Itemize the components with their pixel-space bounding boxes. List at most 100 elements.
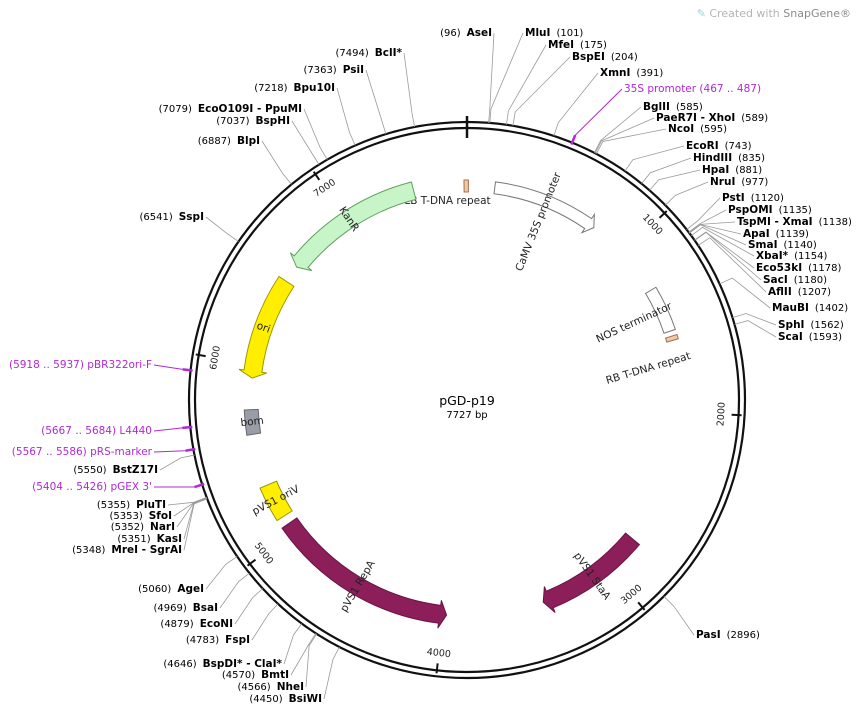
leader-line (219, 572, 250, 609)
feature-bom (243, 408, 262, 436)
site-name: PstI (722, 192, 745, 204)
site-position: (5351) (117, 534, 150, 545)
snapgene-credit: ✎ Created with SnapGene® (697, 7, 851, 20)
site-bstz17i: BstZ17I(5550) (73, 464, 158, 476)
site-position: (1180) (794, 275, 827, 286)
feature-pvs1-oriv (259, 480, 293, 522)
feature-camv-35s-promoter (493, 181, 595, 234)
leader-line (489, 32, 524, 123)
leader-line (593, 106, 642, 154)
leader-line (697, 237, 767, 293)
site-name: ApaI (743, 228, 770, 240)
leader-line (690, 226, 755, 257)
tick-mark (435, 663, 439, 674)
plasmid-name: pGD-p19 (439, 393, 495, 408)
leader-line (641, 157, 692, 184)
tick-label: 6000 (208, 345, 223, 371)
site-name: NcoI (668, 123, 694, 135)
site-name: BspEI (572, 51, 605, 63)
leader-line (553, 72, 599, 137)
leader-line (167, 497, 207, 506)
site-smai: SmaI(1140) (748, 239, 817, 251)
site-labels: AseI(96)MluI(101)MfeI(175)BspEI(204)XmnI… (9, 27, 852, 705)
tick-mark (637, 601, 646, 611)
leader-line (205, 556, 238, 590)
site-asei: AseI(96) (440, 27, 492, 39)
primer-mark (570, 134, 577, 145)
primer-mark (182, 425, 193, 430)
backbone-ring (187, 116, 747, 680)
site-pasi: PasI(2896) (696, 629, 760, 641)
tick-label: 7000 (312, 177, 338, 200)
feature-label-ori: ori (255, 320, 272, 336)
leader-line (183, 498, 208, 551)
site-name: EcoNI (200, 618, 233, 630)
site-pspomi: PspOMI(1135) (728, 204, 812, 216)
feature-pvs1-repa (281, 517, 448, 629)
leader-line (688, 209, 727, 233)
leader-line (251, 603, 279, 641)
leader-line (234, 588, 263, 625)
primer-label: (5667 .. 5684) L4440 (41, 425, 152, 437)
site-name: PsiI (343, 64, 364, 76)
site-position: (1178) (808, 263, 841, 274)
leader-line (173, 497, 207, 517)
site-position: (5353) (109, 511, 142, 522)
site-position: (5348) (72, 545, 105, 556)
site-position: (5060) (138, 584, 171, 595)
site-name: TspMI - XmaI (737, 216, 813, 228)
site-name: AgeI (177, 583, 204, 595)
site-name: Eco53kI (756, 262, 802, 274)
site-nari: NarI(5352) (111, 521, 175, 533)
site-name: SfoI (149, 510, 172, 522)
site-name: BmtI (261, 669, 289, 681)
site-name: XmnI (600, 67, 630, 79)
leader-line (663, 596, 695, 636)
leader-line (488, 32, 495, 123)
site-name: BlpI (237, 135, 260, 147)
leader-line (594, 117, 655, 154)
site-ncoi: NcoI(595) (668, 123, 727, 135)
site-name: NruI (710, 176, 735, 188)
leader-line (689, 224, 747, 246)
leader-line (512, 56, 571, 126)
tick-mark (658, 210, 668, 219)
site-name: SphI (778, 319, 804, 331)
site-position: (5355) (97, 500, 130, 511)
feature-ori (238, 275, 295, 379)
primer-mark (194, 482, 205, 489)
feature-label-camv-35s-promoter: CaMV 35S promoter (513, 170, 564, 273)
credit-prefix: Created with (709, 7, 784, 20)
site-bglii: BglII(585) (643, 101, 703, 113)
plasmid-size: 7727 bp (446, 410, 487, 421)
site-fspi: FspI(4783) (186, 634, 250, 646)
tick-mark (195, 353, 206, 358)
leader-line (665, 181, 709, 206)
site-position: (4570) (222, 670, 255, 681)
site-psti: PstI (1120) (722, 192, 784, 204)
leader-line (403, 52, 416, 128)
site-position: (881) (735, 165, 762, 176)
leader-line (291, 120, 320, 165)
site-bspdi-clai-: BspDI* - ClaI*(4646) (163, 658, 282, 670)
leader-line (694, 231, 762, 281)
site-name: HpaI (702, 164, 729, 176)
site-leader-lines (153, 32, 777, 700)
leader-line (734, 320, 777, 338)
site-position: (4450) (249, 694, 282, 705)
site-name: BspHI (256, 115, 290, 127)
site-name: BsiWI (289, 693, 322, 705)
site-name: Bpu10I (293, 82, 335, 94)
site-position: (4783) (186, 635, 219, 646)
site-bsai: BsaI(4969) (153, 602, 218, 614)
site-psii: PsiI(7363) (303, 64, 364, 76)
site-position: (4969) (153, 603, 186, 614)
site-position: (1120) (751, 193, 784, 204)
feature-nos-terminator (644, 286, 676, 334)
primer-label: 35S promoter (467 .. 487) (624, 83, 761, 95)
site-position: (585) (676, 102, 703, 113)
site-position: (7494) (336, 48, 369, 59)
leader-line (506, 44, 547, 125)
tick-mark (312, 171, 321, 181)
site-name: AseI (467, 27, 492, 39)
